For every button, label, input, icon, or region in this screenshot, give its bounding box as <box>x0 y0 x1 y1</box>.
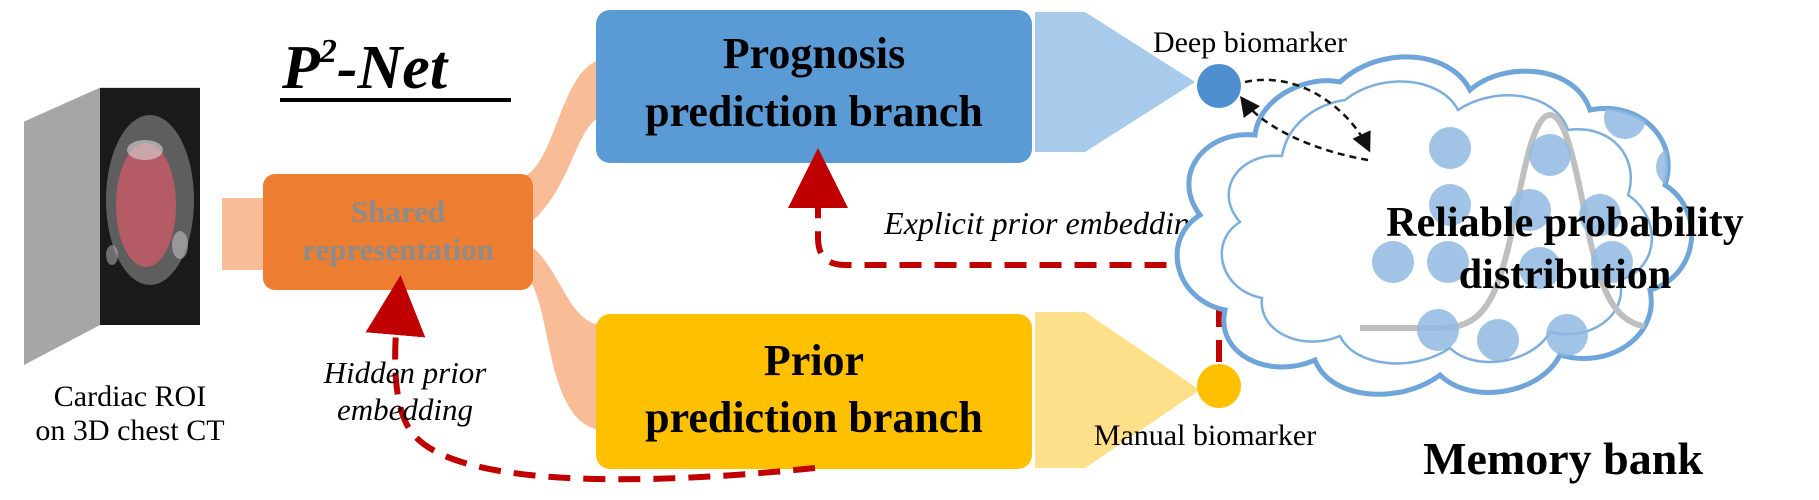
ct-volume-icon <box>23 87 201 365</box>
manual-biomarker-node <box>1197 364 1241 408</box>
explicit-prior-label: Explicit prior embedding <box>883 205 1206 241</box>
shared-label-line1: Shared <box>351 194 445 229</box>
memory-content-line2: distribution <box>1459 252 1671 298</box>
prior-output-arrow <box>1035 312 1200 468</box>
shared-representation-box <box>263 174 533 290</box>
hidden-prior-label-line1: Hidden prior <box>323 355 488 390</box>
title-rest: -Net <box>337 34 449 102</box>
title-superscript: 2 <box>319 33 337 70</box>
input-connector <box>222 198 267 270</box>
hidden-prior-label-line2: embedding <box>337 392 473 427</box>
deep-biomarker-label: Deep biomarker <box>1153 26 1347 59</box>
memory-bank-label: Memory bank <box>1423 433 1703 484</box>
prior-label-line2: prediction branch <box>645 393 983 442</box>
prognosis-label-line2: prediction branch <box>645 87 983 136</box>
title: P2-Net <box>280 33 511 102</box>
prior-branch-box <box>596 314 1032 469</box>
svg-text:P2-Net: P2-Net <box>281 33 449 102</box>
title-main: P <box>281 34 321 102</box>
deep-biomarker-node <box>1197 64 1241 108</box>
shared-to-prognosis-flow <box>520 60 600 230</box>
manual-biomarker-label: Manual biomarker <box>1094 419 1316 452</box>
prognosis-branch-box <box>596 10 1032 163</box>
deep-to-memory-arrow <box>1244 78 1371 153</box>
shared-label-line2: representation <box>302 232 494 267</box>
input-label-line2: on 3D chest CT <box>35 414 224 447</box>
prognosis-label-line1: Prognosis <box>723 29 906 78</box>
prior-label-line1: Prior <box>764 336 864 385</box>
hidden-prior-arrow <box>365 275 816 483</box>
prognosis-output-arrow <box>1035 12 1195 152</box>
memory-content-line1: Reliable probability <box>1386 200 1743 246</box>
input-label-line1: Cardiac ROI <box>54 380 206 413</box>
shared-to-prior-flow <box>520 238 600 430</box>
memory-to-deep-arrow <box>1240 95 1369 162</box>
